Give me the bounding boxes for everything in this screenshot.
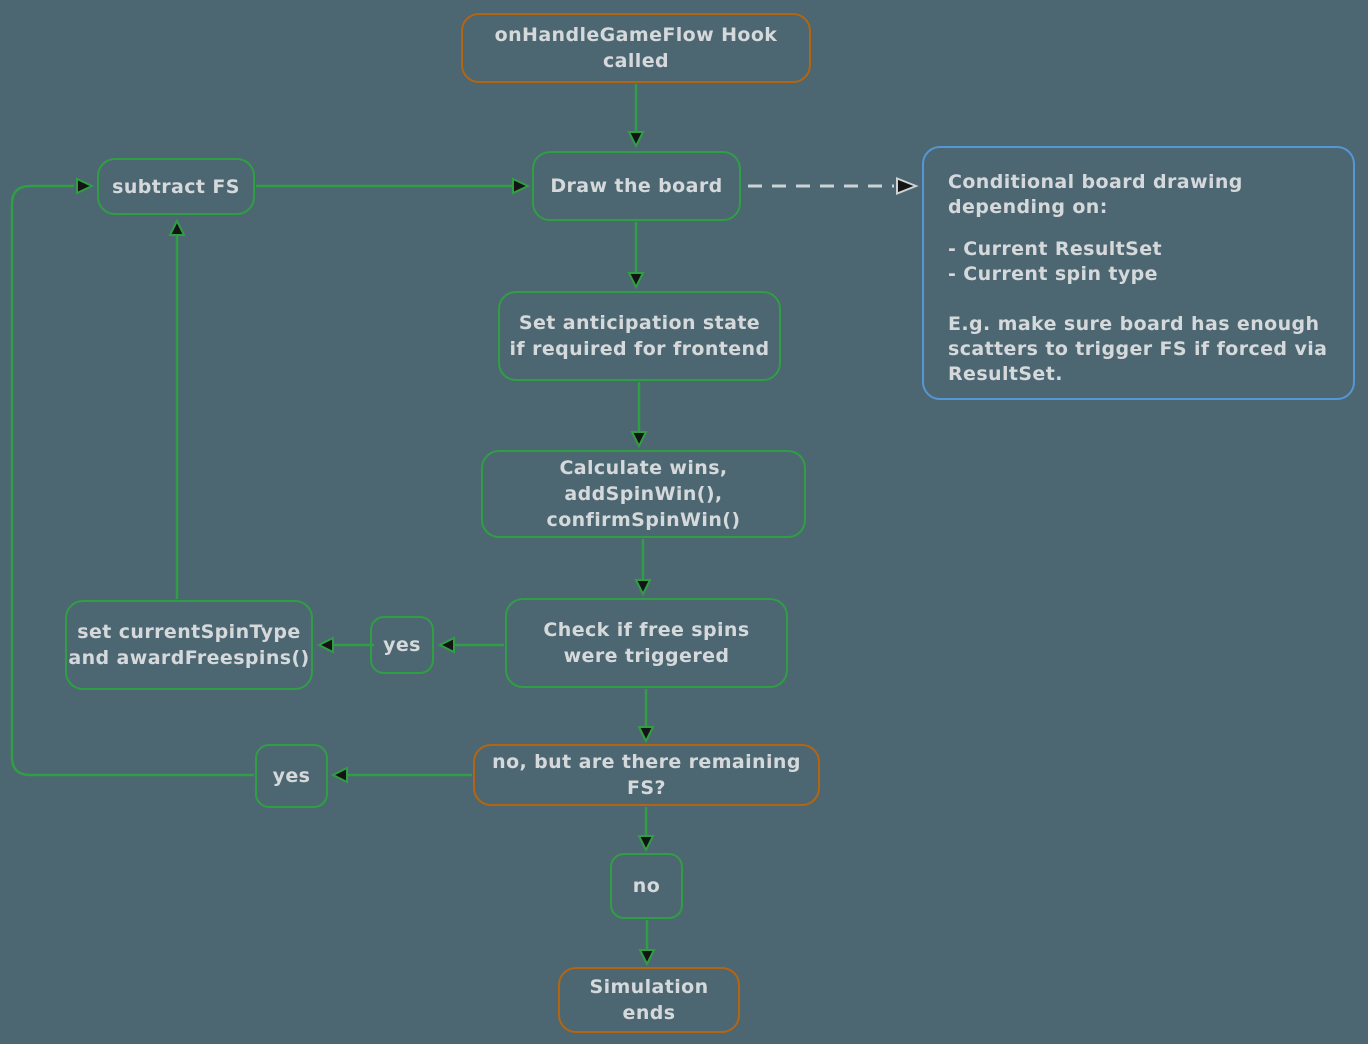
node-draw-board-label: Draw the board <box>550 175 723 197</box>
arrow-subtract-to-draw-board <box>256 177 531 195</box>
arrow-yes-to-set-spin-type <box>316 636 374 654</box>
arrow-check-to-no-remaining <box>637 689 655 744</box>
arrow-anticipation-to-calculate <box>630 382 648 449</box>
node-calculate-wins-line1: Calculate wins, <box>559 457 728 479</box>
node-calculate-wins-line2: addSpinWin(), confirmSpinWin() <box>546 483 741 531</box>
node-yes-lower[interactable]: yes <box>255 744 328 808</box>
note-line: - Current spin type <box>948 263 1158 286</box>
note-line: - Current ResultSet <box>948 238 1163 261</box>
node-subtract-fs-label: subtract FS <box>112 175 240 198</box>
node-anticipation-line1: Set anticipation state <box>518 312 761 334</box>
node-no-remaining-fs-label: no, but are there remaining FS? <box>492 751 801 799</box>
note-line: Conditional board drawing depending on: <box>948 171 1243 218</box>
node-anticipation-line2: if required for frontend <box>509 338 770 360</box>
node-start[interactable]: onHandleGameFlow Hook called <box>461 13 811 83</box>
arrow-yes-loop-to-subtract <box>10 177 254 777</box>
node-start-label: onHandleGameFlow Hook called <box>494 24 778 72</box>
node-yes-lower-label: yes <box>272 765 311 787</box>
node-check-free-spins[interactable]: Check if free spins were triggered <box>505 598 788 688</box>
node-set-spin-type-line1: set currentSpinType <box>77 621 301 643</box>
note-conditional-drawing[interactable]: Conditional board drawing depending on: … <box>922 146 1355 400</box>
node-no-remaining-fs[interactable]: no, but are there remaining FS? <box>473 744 820 806</box>
arrow-start-to-draw-board <box>627 84 645 149</box>
node-no-label: no <box>632 875 661 897</box>
arrow-no-remaining-to-yes <box>330 766 472 784</box>
arrow-draw-board-to-note <box>748 177 919 195</box>
node-set-spin-type[interactable]: set currentSpinType and awardFreespins() <box>65 600 313 690</box>
arrow-set-spin-type-to-subtract <box>168 218 186 599</box>
arrow-check-to-yes <box>437 636 504 654</box>
node-calculate-wins[interactable]: Calculate wins, addSpinWin(), confirmSpi… <box>481 450 806 538</box>
node-yes-upper-label: yes <box>383 634 421 656</box>
node-simulation-ends-label: Simulation ends <box>589 976 709 1024</box>
arrow-no-to-sim-ends <box>638 920 656 967</box>
arrow-calculate-to-check <box>634 539 652 597</box>
node-no[interactable]: no <box>610 853 683 919</box>
note-line: E.g. make sure board has enough scatters… <box>948 313 1328 386</box>
node-draw-board[interactable]: Draw the board <box>532 151 741 221</box>
node-simulation-ends[interactable]: Simulation ends <box>558 967 740 1033</box>
node-yes-upper[interactable]: yes <box>370 616 434 674</box>
node-set-spin-type-line2: and awardFreespins() <box>68 647 310 669</box>
node-anticipation[interactable]: Set anticipation state if required for f… <box>498 291 781 381</box>
node-check-free-spins-line1: Check if free spins <box>543 619 750 641</box>
node-subtract-fs[interactable]: subtract FS <box>97 158 255 215</box>
node-check-free-spins-line2: were triggered <box>563 645 730 667</box>
arrow-draw-board-to-anticipation <box>627 222 645 290</box>
arrow-no-remaining-to-no <box>637 807 655 853</box>
